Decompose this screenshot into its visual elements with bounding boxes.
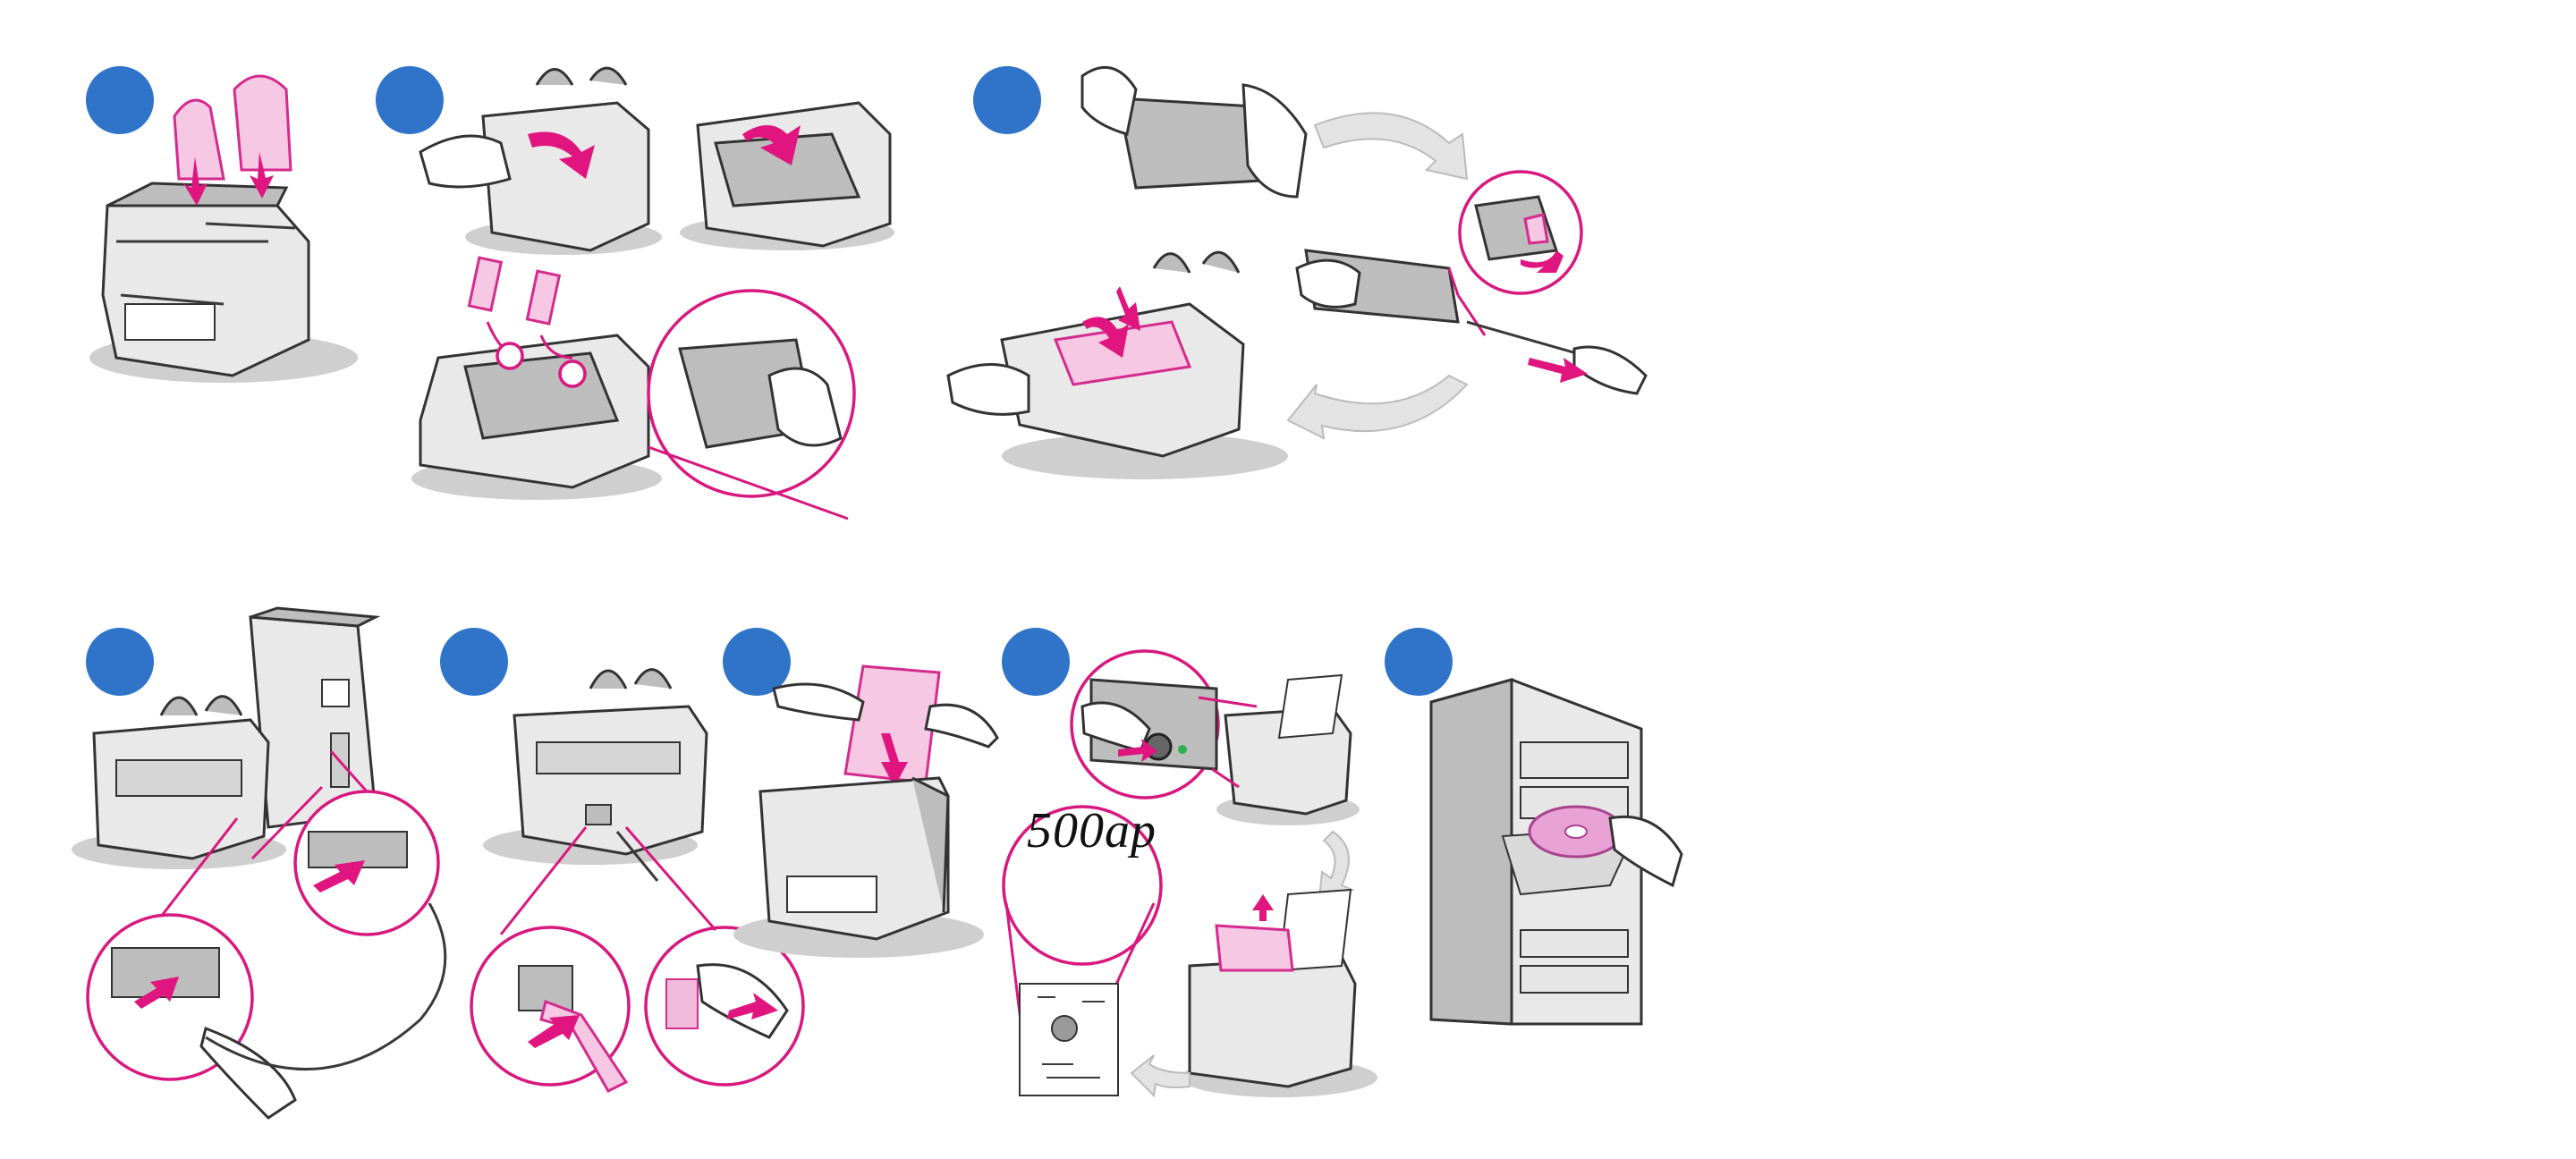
step5-illustration — [471, 670, 803, 1091]
step3-illustration — [948, 67, 1646, 479]
step8-illustration — [1431, 680, 1682, 1024]
step7-illustration — [1004, 651, 1377, 1097]
self-test-sample-text: 500ap — [1027, 802, 1157, 859]
step6-illustration — [733, 666, 997, 958]
step2-illustration — [411, 68, 894, 519]
step1-illustration — [89, 76, 358, 383]
step4-illustration — [72, 608, 445, 1118]
